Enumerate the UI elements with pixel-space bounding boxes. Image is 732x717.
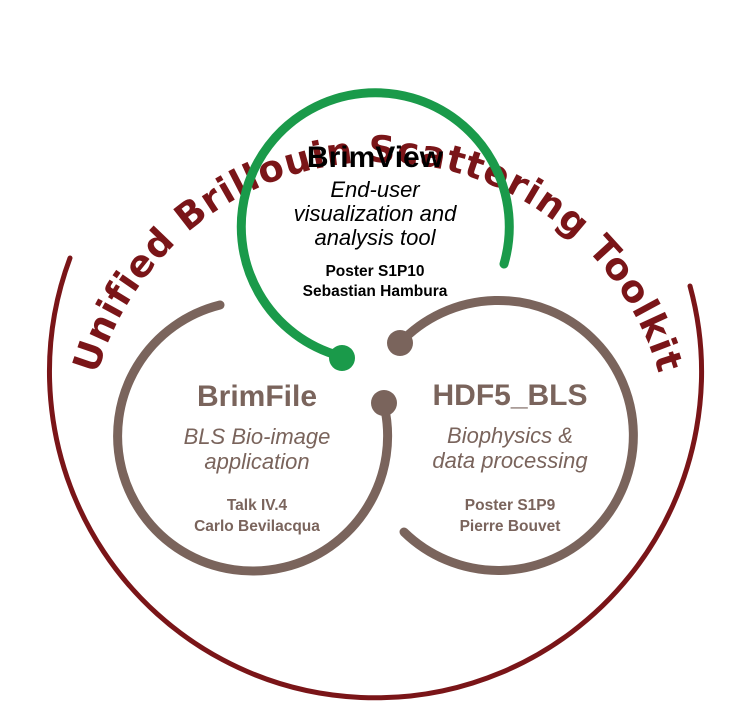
hdf5-ring	[395, 296, 638, 575]
hdf5-speaker: Pierre Bouvet	[460, 518, 561, 535]
brimview-talk: Poster S1P10	[325, 263, 424, 280]
hdf5-connector-dot	[387, 330, 413, 356]
brimview-name: BrimView	[307, 141, 444, 174]
brimfile-name: BrimFile	[197, 380, 317, 413]
brimview-connector-dot	[329, 345, 355, 371]
hdf5-desc-line: data processing	[432, 448, 588, 473]
brimfile-talk: Talk IV.4	[227, 497, 288, 514]
hdf5-name: HDF5_BLS	[432, 379, 587, 412]
outer-ring	[47, 255, 704, 701]
hdf5-talk: Poster S1P9	[465, 497, 556, 514]
hdf5-desc-line: Biophysics &	[447, 423, 573, 448]
brimview-ring	[236, 88, 514, 361]
brimview-speaker: Sebastian Hambura	[303, 283, 448, 300]
brimfile-desc-line: application	[204, 449, 309, 474]
brimfile-ring	[113, 300, 393, 576]
brimview-desc-line: analysis tool	[314, 225, 436, 250]
brimview-desc-line: visualization and	[294, 201, 457, 226]
brimview-desc-line: End-user	[330, 177, 421, 202]
brimfile-connector-dot	[371, 390, 397, 416]
brimfile-desc-line: BLS Bio-image	[184, 424, 331, 449]
brimfile-speaker: Carlo Bevilacqua	[194, 518, 320, 535]
